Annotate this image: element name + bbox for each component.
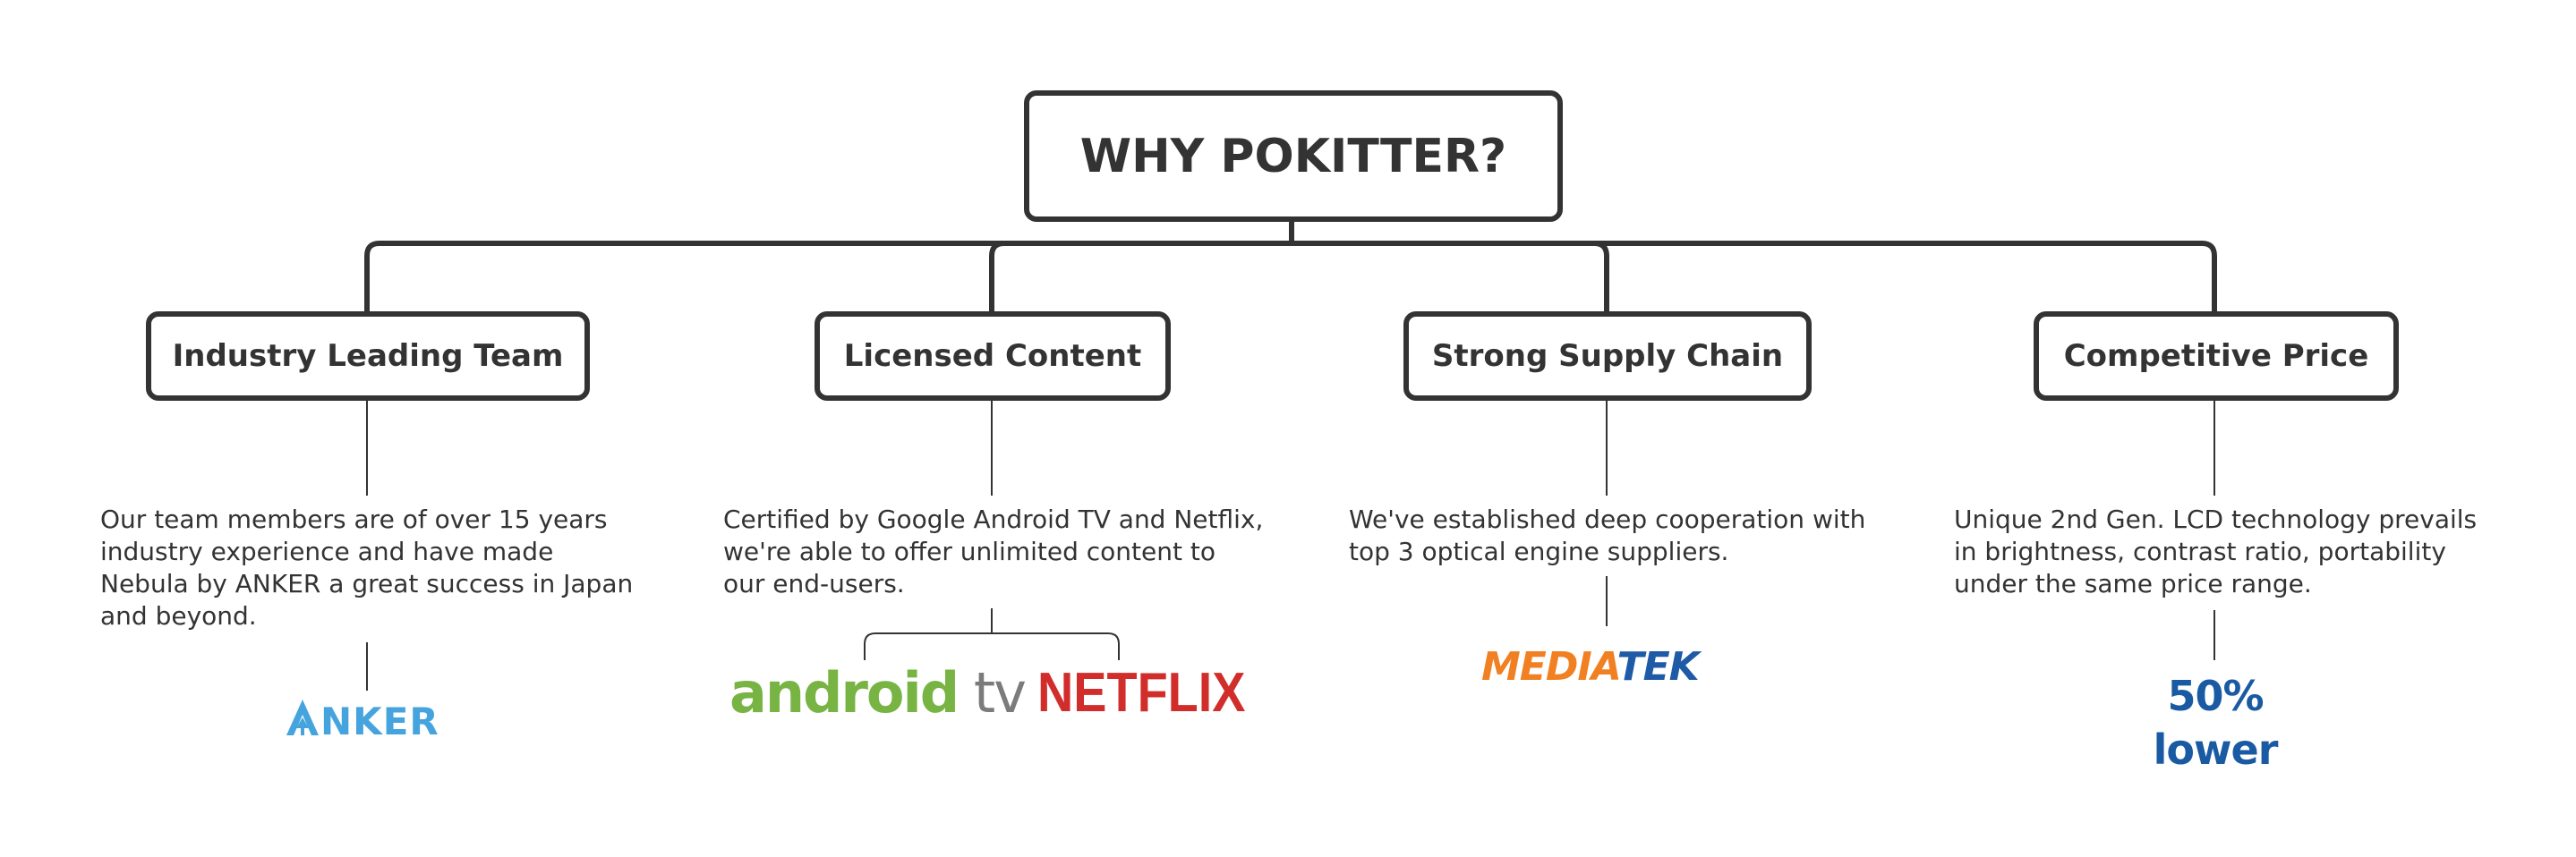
root-title-box: WHY POKITTER? (1024, 90, 1563, 222)
category-label-price: Competitive Price (2063, 338, 2369, 374)
category-label-content: Licensed Content (843, 338, 1142, 374)
branch-line-2 (989, 241, 1005, 312)
price-highlight: 50% lower (2099, 669, 2332, 776)
category-box-team: Industry Leading Team (146, 311, 590, 401)
category-box-supply: Strong Supply Chain (1403, 311, 1812, 401)
description-team: Our team members are of over 15 years in… (100, 505, 634, 631)
anker-logo-text: NKER (320, 700, 439, 739)
branch-bus-line (364, 241, 2217, 312)
branch-line-3 (1593, 241, 1609, 312)
price-highlight-text: 50% lower (2153, 672, 2279, 774)
category-box-price: Competitive Price (2034, 311, 2399, 401)
description-price: Unique 2nd Gen. LCD technology prevails … (1954, 505, 2478, 598)
anker-logo: NKER (286, 700, 439, 739)
category-label-team: Industry Leading Team (172, 338, 564, 374)
category-label-supply: Strong Supply Chain (1431, 338, 1784, 374)
android-tv-logo-tv-suffix: tv (973, 660, 1027, 725)
android-tv-logo: android tv (729, 659, 1027, 727)
logo-bracket (864, 632, 1120, 660)
description-supply: We've established deep cooperation with … (1349, 505, 1866, 566)
anker-arrow-icon (296, 717, 309, 735)
mediatek-logo: MEDIATEK (1481, 642, 1700, 692)
description-content: Certified by Google Android TV and Netfl… (723, 505, 1264, 598)
netflix-logo: NETFLIX (1037, 662, 1245, 725)
netflix-logo-text: NETFLIX (1037, 662, 1246, 724)
anker-a-shape-icon (286, 700, 319, 735)
mediatek-logo-text-b: TEK (1616, 644, 1700, 690)
android-tv-logo-text: android (729, 660, 960, 725)
root-title: WHY POKITTER? (1079, 129, 1507, 183)
mediatek-logo-text-a: MEDIA (1481, 644, 1618, 690)
category-box-content: Licensed Content (815, 311, 1171, 401)
